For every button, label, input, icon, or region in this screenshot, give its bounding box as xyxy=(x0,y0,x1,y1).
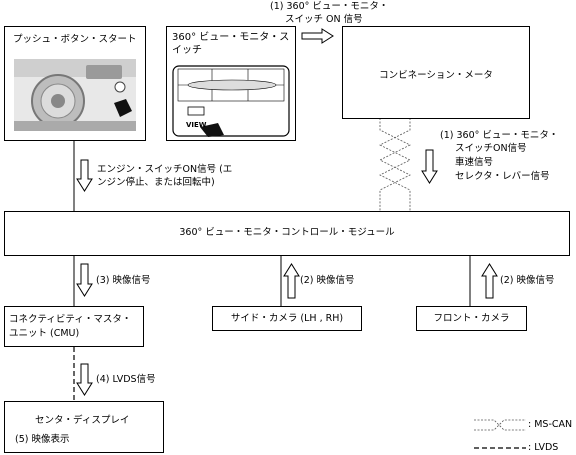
push-button-start-label: プッシュ・ボタン・スタート xyxy=(13,34,137,45)
signal-engine-line1: エンジン・スイッチON信号 (エ xyxy=(97,164,233,175)
front-camera-box: フロント・カメラ xyxy=(416,306,527,331)
push-button-start-box: プッシュ・ボタン・スタート xyxy=(4,26,146,141)
video-display-label: (5) 映像表示 xyxy=(15,434,70,445)
legend-lvds-label: : LVDS xyxy=(528,442,559,453)
center-display-box: センタ・ディスプレイ (5) 映像表示 xyxy=(4,401,164,453)
monitor-screen-illustration xyxy=(172,65,290,137)
arrow-switch-to-meter xyxy=(301,28,334,44)
cmu-label-line1: コネクティビティ・マスタ・ xyxy=(9,314,132,325)
signal-meter-line1: (1) 360° ビュー・モニタ・ xyxy=(440,130,559,141)
side-camera-label: サイド・カメラ (LH , RH) xyxy=(230,313,344,324)
signal-video-cmu: (3) 映像信号 xyxy=(96,275,151,286)
view-monitor-switch-label: 360° ビュー・モニタ・スイッチ xyxy=(172,32,290,56)
arrow-video-side xyxy=(283,263,300,299)
ms-can-twisted-pair xyxy=(379,118,411,211)
signal-switch-on-line2: スイッチ ON 信号 xyxy=(285,14,363,25)
arrow-meter-signals xyxy=(421,149,438,184)
control-module-box: 360° ビュー・モニタ・コントロール・モジュール xyxy=(4,211,570,256)
side-camera-box: サイド・カメラ (LH , RH) xyxy=(212,306,362,331)
arrow-engine-signal xyxy=(76,159,93,192)
arrow-video-front xyxy=(481,263,498,299)
dashboard-illustration xyxy=(14,59,136,131)
signal-switch-on-line1: (1) 360° ビュー・モニタ・ xyxy=(270,1,389,12)
center-display-label: センタ・ディスプレイ xyxy=(35,415,130,426)
signal-meter-line2: スイッチON信号 xyxy=(455,143,527,154)
legend-ms-can-symbol xyxy=(474,419,526,431)
combination-meter-box: コンビネーション・メータ xyxy=(342,26,530,119)
legend-ms-can-label: : MS-CAN xyxy=(528,419,573,430)
arrow-video-cmu xyxy=(76,263,93,297)
signal-video-front: (2) 映像信号 xyxy=(500,275,555,286)
signal-meter-line3: 車速信号 xyxy=(455,157,494,168)
signal-meter-line4: セレクタ・レバー信号 xyxy=(455,171,550,182)
combination-meter-label: コンビネーション・メータ xyxy=(379,70,493,81)
cmu-label-line2: ユニット (CMU) xyxy=(9,328,80,339)
view-button-label: VIEW xyxy=(186,121,207,129)
camera-icon xyxy=(187,106,205,116)
view-monitor-switch-box: 360° ビュー・モニタ・スイッチ VIEW xyxy=(166,26,296,141)
signal-video-side: (2) 映像信号 xyxy=(300,275,355,286)
signal-engine-line2: ンジン停止、または回転中) xyxy=(97,177,215,188)
arrow-lvds xyxy=(76,363,93,396)
front-camera-label: フロント・カメラ xyxy=(433,313,510,324)
signal-lvds: (4) LVDS信号 xyxy=(96,374,156,385)
control-module-label: 360° ビュー・モニタ・コントロール・モジュール xyxy=(179,227,395,238)
cmu-box: コネクティビティ・マスタ・ ユニット (CMU) xyxy=(4,306,144,347)
